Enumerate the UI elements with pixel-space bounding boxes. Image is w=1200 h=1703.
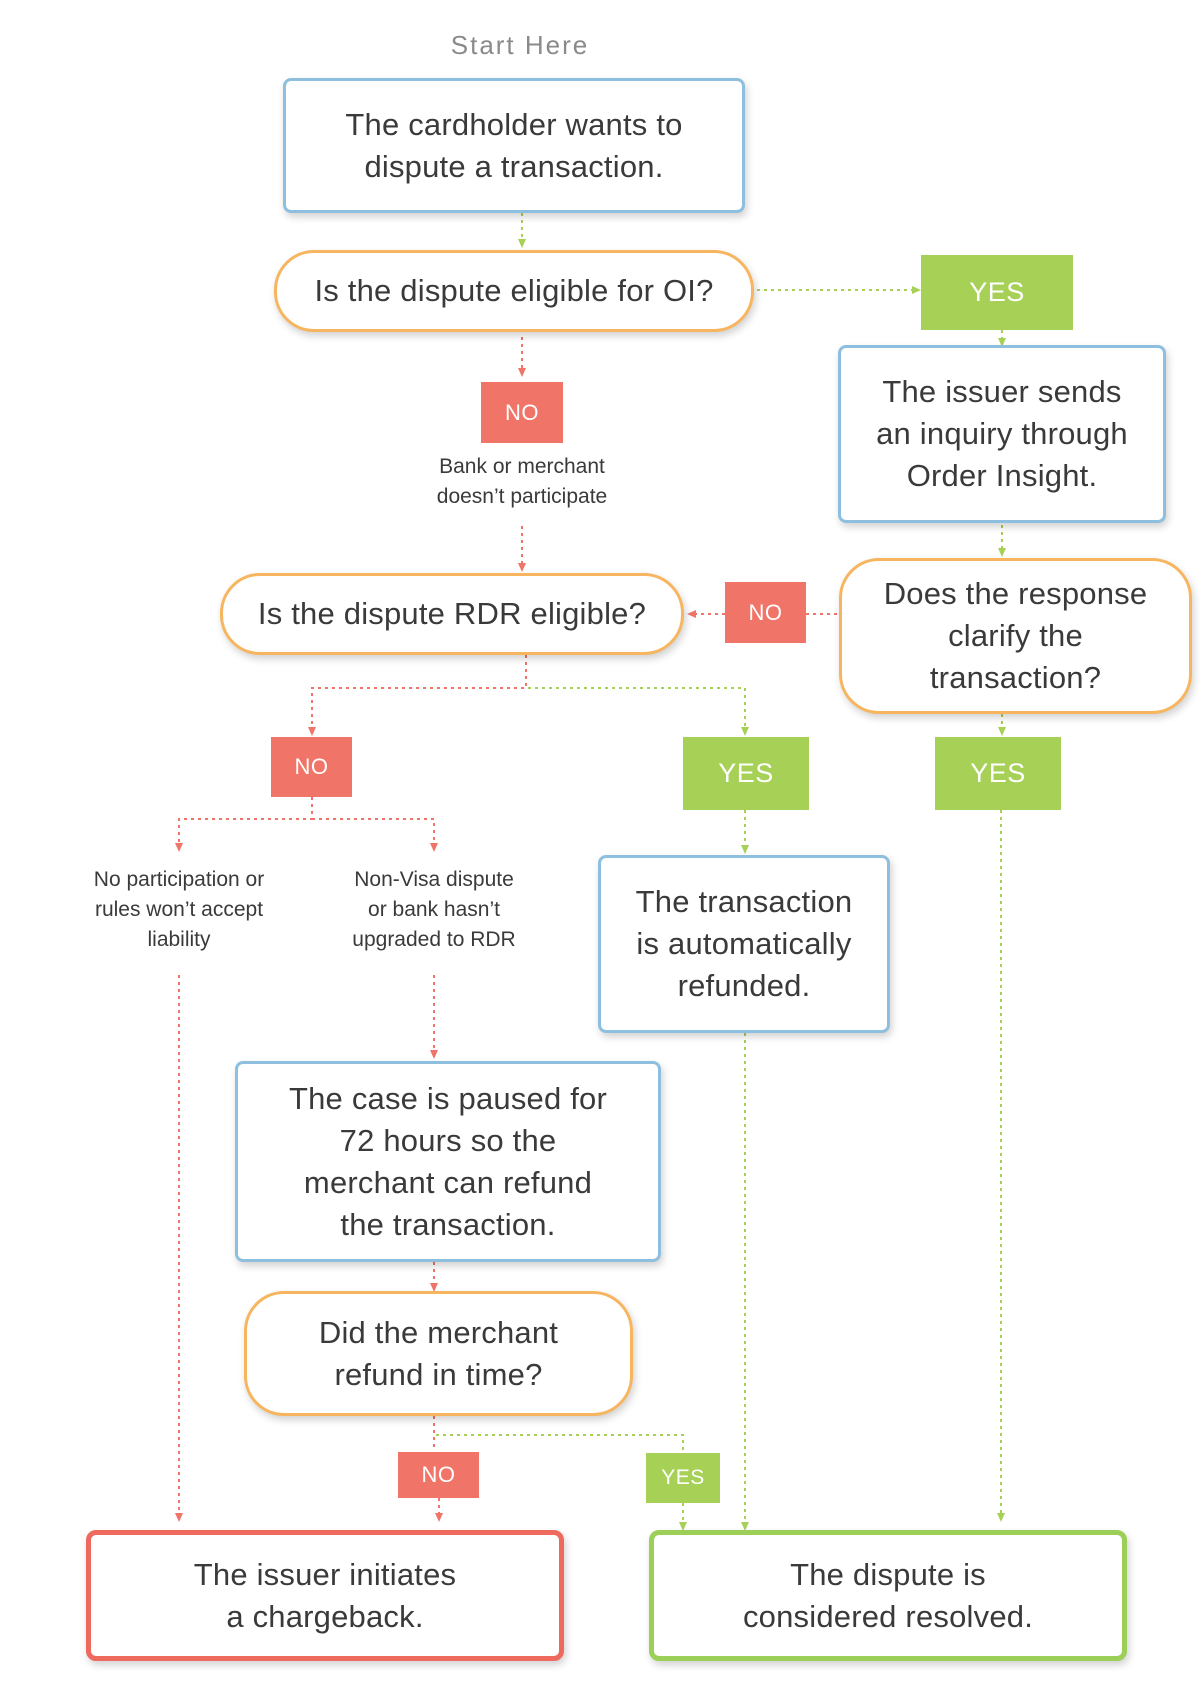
note-rdr-no-right: Non-Visa dispute or bank hasn’t upgraded… bbox=[352, 868, 516, 951]
node-case-paused: The case is paused for 72 hours so the m… bbox=[235, 1061, 661, 1262]
no-tag-response-clarifies: NO bbox=[725, 582, 806, 643]
yes-tag-refund-in-time: YES bbox=[646, 1453, 720, 1503]
yes-tag-oi-eligible: YES bbox=[921, 255, 1073, 330]
no-tag-rdr-eligible: NO bbox=[271, 737, 352, 797]
note-rdr-no-left: No participation or rules won’t accept l… bbox=[93, 868, 265, 951]
arrow-rdr-to-no bbox=[308, 655, 527, 736]
node-resolved: The dispute is considered resolved. bbox=[649, 1530, 1127, 1661]
arrow-no-to-note-right bbox=[312, 818, 438, 852]
no-tag-oi-eligible: NO bbox=[481, 382, 563, 443]
arrow-no-to-note-left bbox=[175, 797, 313, 852]
node-issuer-inquiry: The issuer sends an inquiry through Orde… bbox=[838, 345, 1166, 523]
node-chargeback: The issuer initiates a chargeback. bbox=[86, 1530, 564, 1661]
node-question-oi-eligible: Is the dispute eligible for OI? bbox=[274, 250, 754, 332]
start-here-label: Start Here bbox=[450, 30, 590, 60]
node-start: The cardholder wants to dispute a transa… bbox=[283, 78, 745, 213]
node-question-response-clarifies: Does the response clarify the transactio… bbox=[839, 558, 1192, 714]
node-question-rdr-eligible: Is the dispute RDR eligible? bbox=[220, 573, 684, 655]
yes-tag-rdr-eligible: YES bbox=[683, 737, 809, 810]
note-oi-no: Bank or merchant doesn’t participate bbox=[436, 455, 608, 508]
yes-tag-response-clarifies: YES bbox=[935, 737, 1061, 810]
arrow-refund-time-to-yes bbox=[433, 1416, 684, 1450]
arrow-rdr-to-yes bbox=[525, 655, 749, 736]
node-question-refund-in-time: Did the merchant refund in time? bbox=[244, 1291, 633, 1416]
no-tag-refund-in-time: NO bbox=[398, 1452, 479, 1498]
node-auto-refund: The transaction is automatically refunde… bbox=[598, 855, 890, 1033]
